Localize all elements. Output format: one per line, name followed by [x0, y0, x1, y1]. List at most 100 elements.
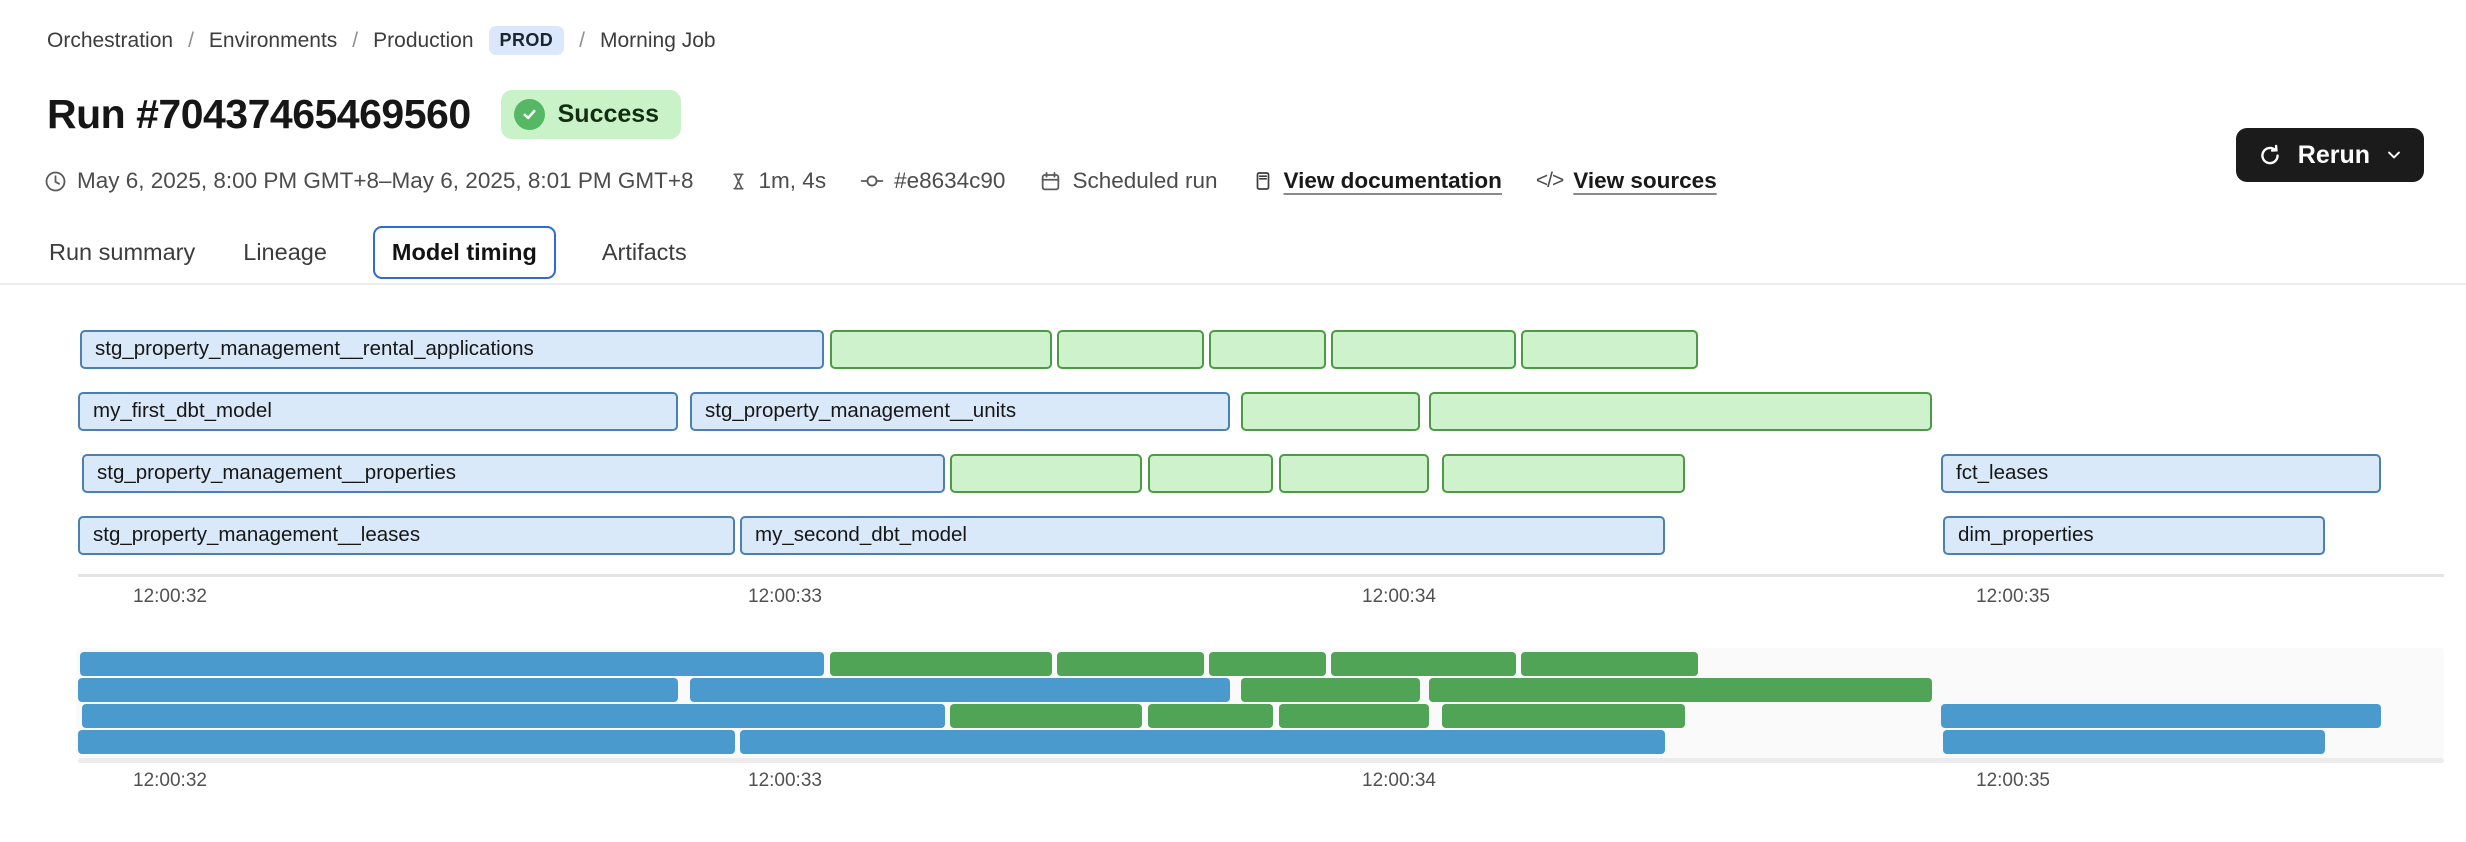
- minimap-bar-green: [1521, 652, 1698, 676]
- tab-lineage[interactable]: Lineage: [243, 239, 327, 265]
- breadcrumb-separator: /: [352, 28, 359, 52]
- minimap-bar-blue: [78, 730, 735, 754]
- chevron-down-icon[interactable]: [2385, 146, 2403, 164]
- gantt-bar-stg_property_management__rental_applications[interactable]: stg_property_management__rental_applicat…: [80, 330, 824, 369]
- axis-tick-label: 12:00:33: [748, 770, 822, 791]
- gantt-bar-stg_property_management__leases[interactable]: stg_property_management__leases: [78, 516, 735, 555]
- rerun-label: Rerun: [2297, 140, 2370, 169]
- gantt-bar-dim_properties[interactable]: dim_properties: [1943, 516, 2325, 555]
- tab-artifacts[interactable]: Artifacts: [601, 239, 687, 265]
- minimap-bar-blue: [80, 652, 824, 676]
- gantt-bar-test[interactable]: [1209, 330, 1326, 369]
- gantt-bar-test[interactable]: [1279, 454, 1429, 493]
- minimap-bar-green: [1331, 652, 1516, 676]
- breadcrumb-morning-job[interactable]: Morning Job: [600, 28, 716, 52]
- commit-sha-text: #e8634c90: [894, 168, 1006, 193]
- tab-model-timing[interactable]: Model timing: [372, 226, 556, 279]
- gantt-bar-my_second_dbt_model[interactable]: my_second_dbt_model: [740, 516, 1665, 555]
- minimap-bar-green: [830, 652, 1052, 676]
- run-duration-text: 1m, 4s: [758, 168, 827, 193]
- gantt-bar-stg_property_management__units[interactable]: stg_property_management__units: [690, 392, 1230, 431]
- hourglass-icon: [732, 173, 744, 189]
- gantt-bar-label: dim_properties: [1958, 523, 2094, 546]
- gantt-bar-test[interactable]: [1429, 392, 1932, 431]
- gantt-bar-label: stg_property_management__leases: [93, 523, 421, 546]
- clock-icon: [45, 171, 66, 191]
- breadcrumb: Orchestration / Environments / Productio…: [47, 26, 716, 55]
- tab-run-summary[interactable]: Run summary: [49, 239, 196, 265]
- breadcrumb-production[interactable]: Production: [373, 28, 474, 52]
- gantt-bar-fct_leases[interactable]: fct_leases: [1941, 454, 2381, 493]
- gantt-bar-my_first_dbt_model[interactable]: my_first_dbt_model: [78, 392, 678, 431]
- gantt-bar-label: stg_property_management__properties: [97, 461, 456, 484]
- page-title: Run #70437465469560: [47, 91, 471, 137]
- gantt-bar-label: my_second_dbt_model: [755, 523, 967, 546]
- axis-tick-label: 12:00:34: [1362, 770, 1436, 791]
- gantt-bar-test[interactable]: [1148, 454, 1273, 493]
- minimap-bar-green: [1429, 678, 1932, 702]
- tabs-divider: [0, 283, 2466, 285]
- axis-tick-label: 12:00:35: [1976, 586, 2050, 607]
- gantt-bar-stg_property_management__properties[interactable]: stg_property_management__properties: [82, 454, 945, 493]
- check-circle-icon: [513, 99, 545, 130]
- minimap-bar-green: [1279, 704, 1429, 728]
- gantt-bar-test[interactable]: [1057, 330, 1204, 369]
- view-documentation-label[interactable]: View documentation: [1283, 168, 1502, 193]
- view-documentation-link[interactable]: View documentation: [1252, 168, 1502, 194]
- breadcrumb-separator: /: [579, 28, 585, 52]
- minimap-axis-line: [78, 758, 2444, 763]
- minimap-bar-blue: [740, 730, 1665, 754]
- minimap-bar-blue: [1943, 730, 2325, 754]
- minimap-bar-blue: [1941, 704, 2381, 728]
- document-icon: [1256, 172, 1269, 190]
- minimap-bar-green: [950, 704, 1142, 728]
- minimap-bar-green: [1442, 704, 1685, 728]
- gantt-bar-test[interactable]: [950, 454, 1142, 493]
- minimap-bar-blue: [82, 704, 945, 728]
- gantt-bar-label: stg_property_management__rental_applicat…: [95, 337, 534, 360]
- axis-tick-label: 12:00:35: [1976, 770, 2050, 791]
- axis-tick-label: 12:00:33: [748, 586, 822, 607]
- refresh-icon: [2257, 142, 2283, 168]
- title-row: Run #70437465469560 Success: [47, 90, 682, 139]
- run-meta: May 6, 2025, 8:00 PM GMT+8–May 6, 2025, …: [44, 168, 1717, 194]
- minimap-bar-green: [1209, 652, 1326, 676]
- minimap-bar-green: [1148, 704, 1273, 728]
- view-sources-link[interactable]: </> View sources: [1536, 168, 1717, 194]
- axis-tick-label: 12:00:34: [1362, 586, 1436, 607]
- code-icon: </>: [1535, 169, 1564, 192]
- axis-tick-label: 12:00:32: [133, 586, 207, 607]
- status-label: Success: [557, 100, 660, 128]
- commit-icon: [860, 175, 884, 187]
- calendar-icon: [1042, 171, 1060, 190]
- environment-badge: PROD: [488, 26, 565, 55]
- minimap-bar-blue: [690, 678, 1230, 702]
- schedule-window-text: May 6, 2025, 8:00 PM GMT+8–May 6, 2025, …: [77, 168, 694, 193]
- gantt-axis-line: [78, 574, 2444, 577]
- minimap-bar-blue: [78, 678, 678, 702]
- trigger-type: Scheduled run: [1039, 168, 1218, 194]
- gantt-bar-test[interactable]: [830, 330, 1052, 369]
- rerun-button[interactable]: Rerun: [2235, 128, 2424, 182]
- breadcrumb-separator: /: [188, 28, 194, 52]
- gantt-bar-label: my_first_dbt_model: [93, 399, 272, 422]
- run-duration: 1m, 4s: [728, 168, 827, 194]
- breadcrumb-environments[interactable]: Environments: [208, 28, 338, 52]
- commit-sha: #e8634c90: [860, 168, 1005, 194]
- gantt-bar-label: fct_leases: [1956, 461, 2049, 484]
- gantt-bar-test[interactable]: [1442, 454, 1685, 493]
- run-tabs: Run summary Lineage Model timing Artifac…: [47, 226, 689, 279]
- gantt-bar-test[interactable]: [1331, 330, 1516, 369]
- view-sources-label[interactable]: View sources: [1573, 168, 1717, 193]
- axis-tick-label: 12:00:32: [133, 770, 207, 791]
- schedule-window: May 6, 2025, 8:00 PM GMT+8–May 6, 2025, …: [44, 168, 694, 194]
- gantt-bar-test[interactable]: [1521, 330, 1698, 369]
- breadcrumb-orchestration[interactable]: Orchestration: [47, 28, 174, 52]
- trigger-type-text: Scheduled run: [1072, 168, 1218, 193]
- minimap-bar-green: [1057, 652, 1204, 676]
- gantt-bar-label: stg_property_management__units: [705, 399, 1017, 422]
- minimap-bar-green: [1241, 678, 1420, 702]
- gantt-bar-test[interactable]: [1241, 392, 1420, 431]
